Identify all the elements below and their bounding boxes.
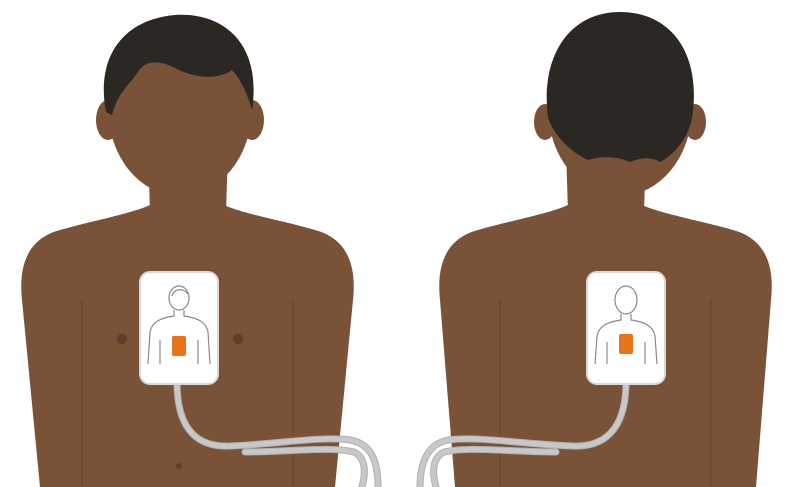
- back-electrode-pad: [587, 272, 665, 384]
- front-right-nipple: [233, 334, 243, 344]
- back-hair: [547, 12, 694, 162]
- back-pad-marker: [619, 334, 633, 354]
- back-figure: [420, 12, 772, 487]
- front-navel: [176, 463, 182, 469]
- front-left-nipple: [117, 334, 127, 344]
- front-electrode-pad: [140, 272, 218, 384]
- front-figure: [21, 15, 378, 487]
- front-pad-marker: [172, 336, 186, 356]
